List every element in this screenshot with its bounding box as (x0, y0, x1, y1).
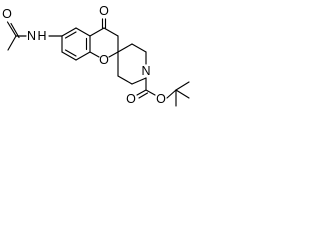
bond-acetyl-co-double (10, 22, 20, 39)
bond-o-tbu (166, 89, 177, 99)
bond-methyl-carbonyl (7, 35, 17, 51)
carbamate-carbonyl-o-label: O (126, 92, 136, 106)
bond-c2-o1 (108, 51, 119, 58)
chemical-structure: N H O O O N O O (2, 4, 190, 107)
bond-c4-c3 (103, 27, 119, 37)
bond-acetyl-co (6, 21, 17, 37)
carbamate-ester-o-label: O (156, 92, 166, 106)
ring-o-label: O (99, 53, 109, 67)
bond-carbamate-co (136, 89, 147, 96)
bond-c8-c7-inner (64, 49, 77, 57)
bond-ch2-bottom-ch2 (117, 75, 133, 85)
atom-labels: N H O O O N O O (2, 4, 166, 106)
acetamido-group (6, 21, 63, 51)
bond-o1-c8a (89, 51, 100, 58)
bond-c6-c5-inner (64, 31, 77, 39)
acetyl-o-label: O (2, 7, 12, 21)
bond-c8-c7 (61, 51, 77, 61)
amide-h-label: H (37, 29, 46, 43)
boc-group (136, 77, 190, 107)
bond-c5-c4a (75, 27, 91, 37)
bond-c8a-c8 (75, 51, 91, 61)
bond-c4a-c4 (89, 27, 105, 37)
bond-tbu-me1 (175, 81, 190, 91)
piperidine-ring (117, 43, 147, 85)
bond-c6-c5 (61, 27, 77, 37)
bond-spiro-ch2-top (117, 43, 133, 53)
piperidine-n-label: N (141, 64, 150, 78)
ketone-o-label: O (99, 4, 109, 18)
benzene-ring (61, 27, 91, 61)
amide-n-label: N (27, 29, 36, 43)
pyranone-ring (89, 18, 119, 58)
bond-n-ch2-bottom (131, 77, 147, 85)
bond-carbamate-co-double (138, 92, 149, 99)
bond-carbamate-c-o (145, 89, 156, 96)
bond-ch2-top-ch2 (131, 43, 147, 53)
bond-tbu-me2 (175, 89, 190, 99)
